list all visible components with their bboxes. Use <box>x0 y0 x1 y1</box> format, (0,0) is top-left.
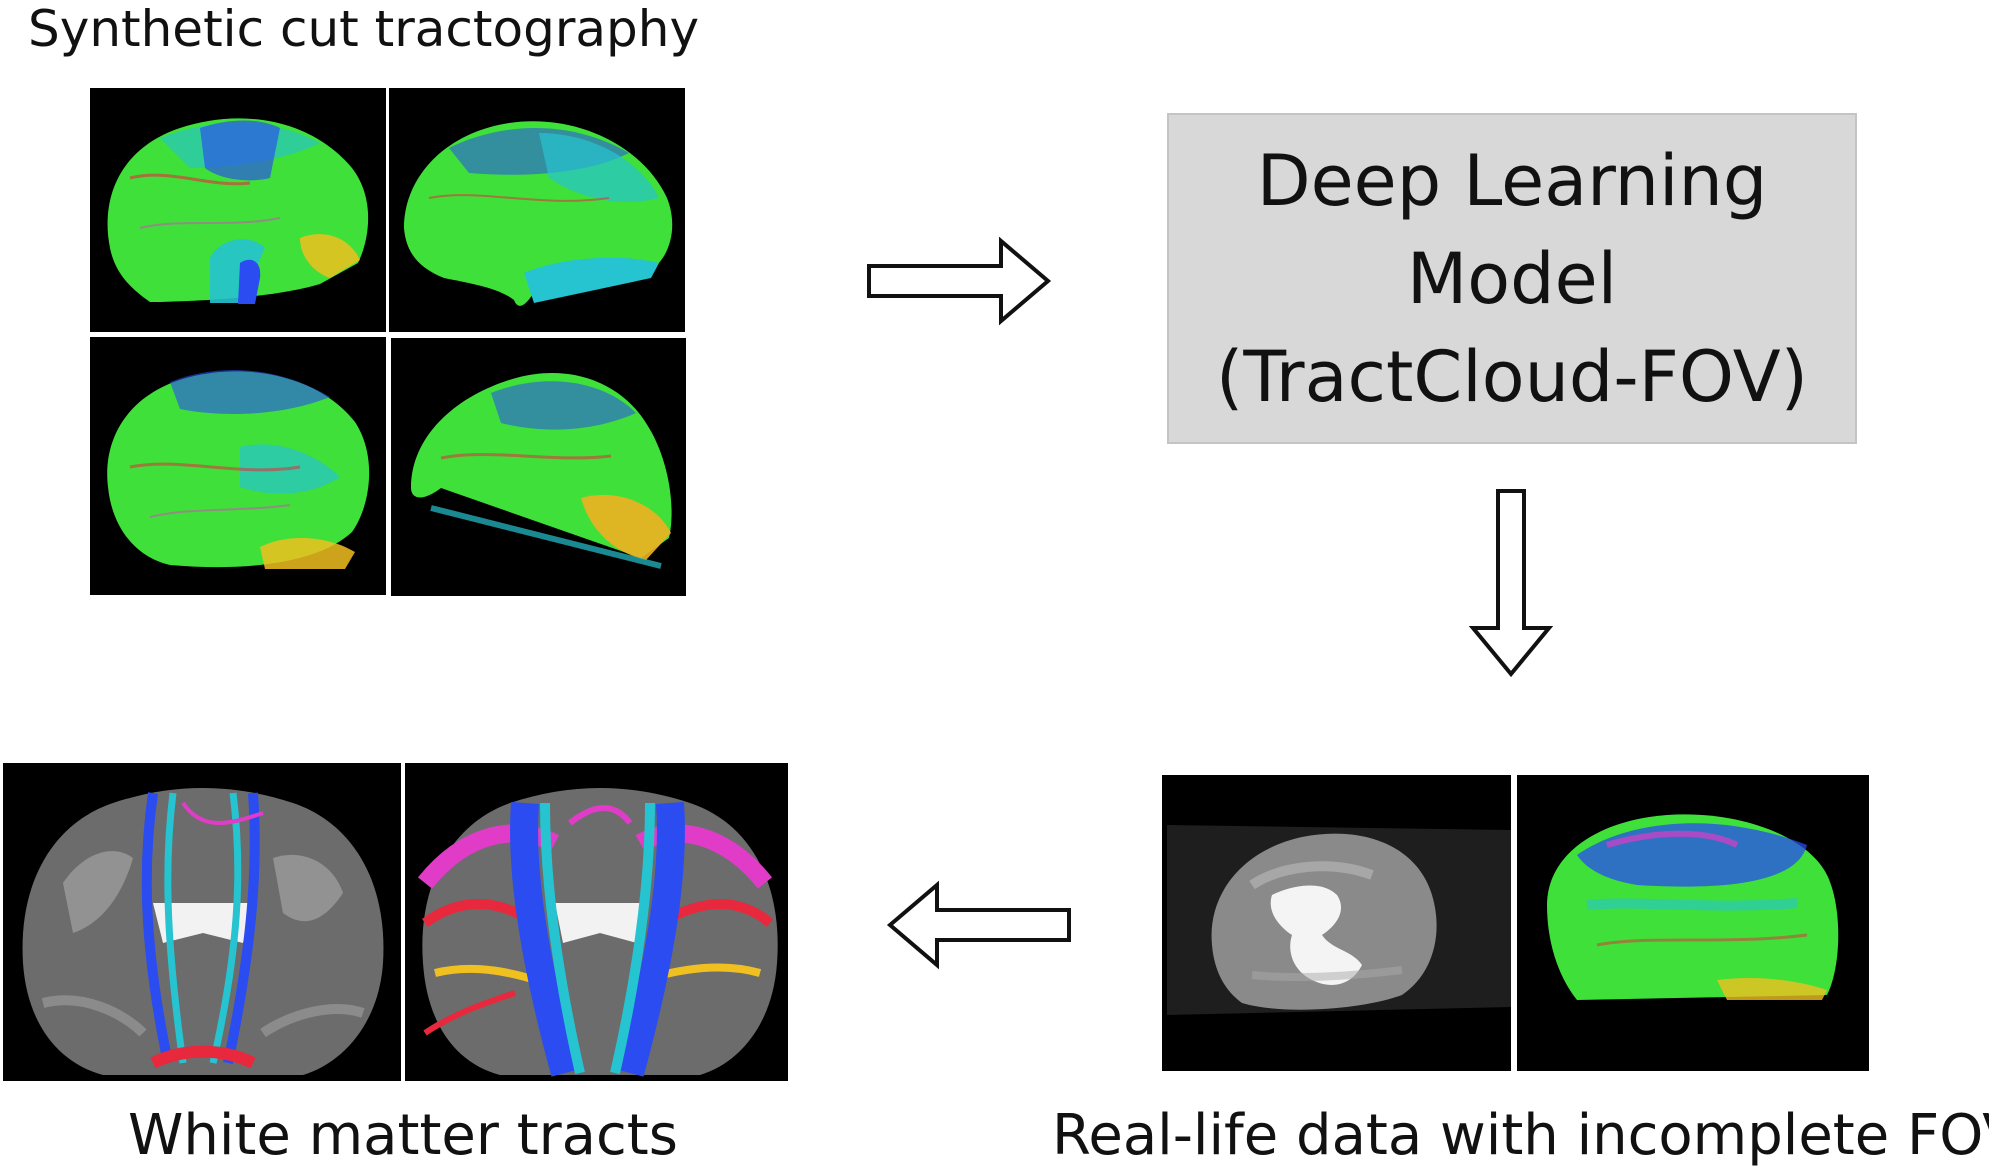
synthetic-tractography-image-1 <box>90 88 386 332</box>
model-line-3: (TractCloud-FOV) <box>1216 335 1808 418</box>
real-life-tractography-image <box>1517 775 1869 1071</box>
down-arrow-icon <box>1468 489 1554 678</box>
synthetic-tractography-image-2 <box>389 88 685 332</box>
synthetic-tractography-image-4 <box>391 338 686 596</box>
model-text: Deep Learning Model (TractCloud-FOV) <box>1216 132 1808 426</box>
deep-learning-model-box: Deep Learning Model (TractCloud-FOV) <box>1167 113 1857 444</box>
real-life-scan-image <box>1162 775 1511 1071</box>
real-life-data-label: Real-life data with incomplete FOV <box>1052 1103 1989 1168</box>
synthetic-tractography-image-3 <box>90 337 386 595</box>
model-line-1: Deep Learning <box>1256 139 1768 222</box>
white-matter-tracts-image-2 <box>405 763 788 1081</box>
left-arrow-icon <box>886 880 1071 970</box>
model-line-2: Model <box>1406 237 1618 320</box>
white-matter-tracts-label: White matter tracts <box>128 1103 678 1168</box>
right-arrow-icon <box>867 236 1052 326</box>
white-matter-tracts-image-1 <box>3 763 401 1081</box>
synthetic-tractography-label: Synthetic cut tractography <box>28 0 700 58</box>
